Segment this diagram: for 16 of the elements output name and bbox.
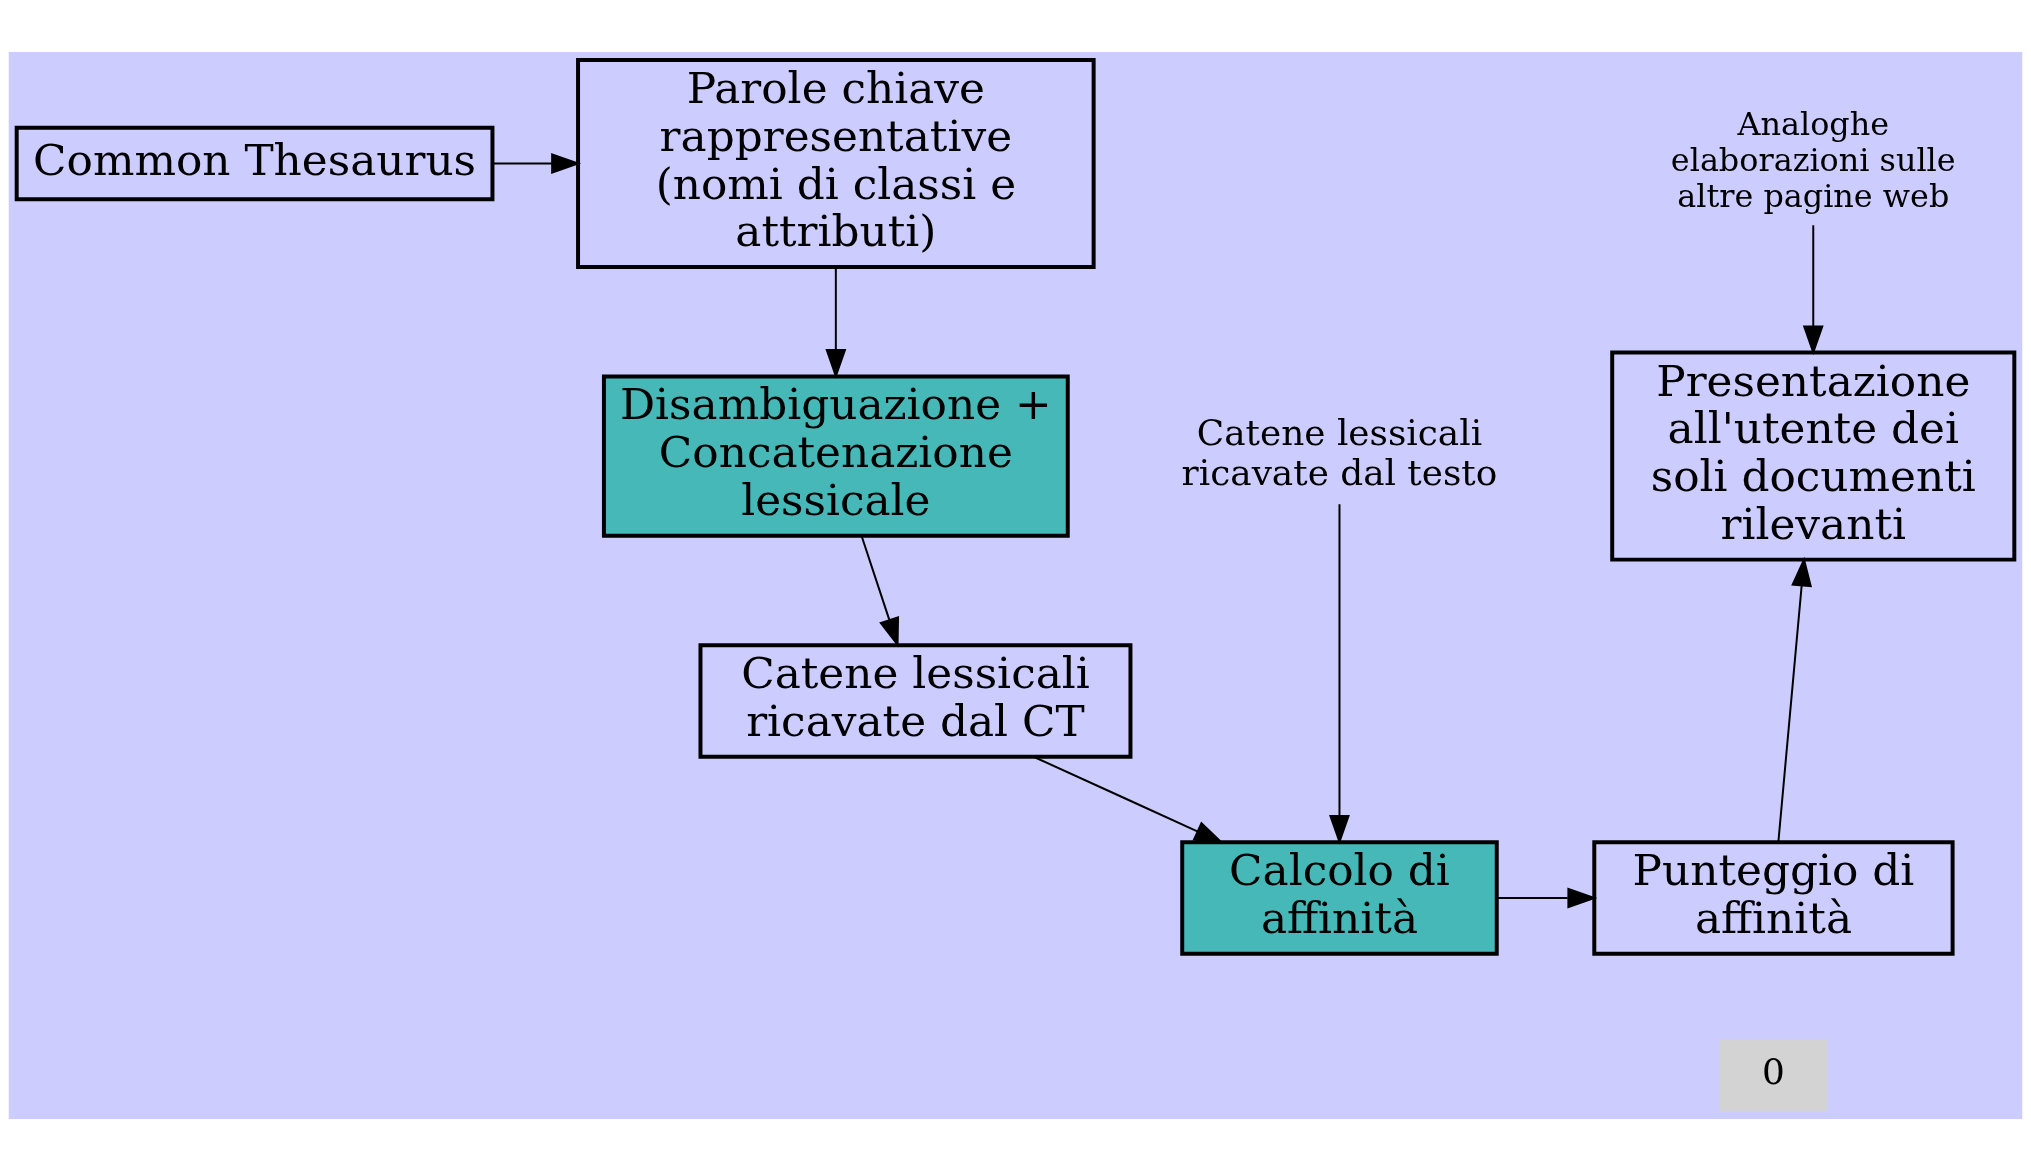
node-box: Disambiguazione + Concatenazione lessicale — [601, 374, 1070, 538]
node-box: Parole chiave rappresentative (nomi di classi e attributi) — [576, 57, 1096, 269]
arrow — [860, 534, 900, 648]
label: 0 — [1762, 1050, 1785, 1092]
arrow — [492, 152, 582, 174]
node-box: Common Thesaurus — [14, 125, 495, 201]
node-text: Catene lessicali ricavate dal testo — [1181, 411, 1498, 493]
node-box: Catene lessicali ricavate dal CT — [698, 642, 1133, 759]
node-box: Presentazione all'utente dei soli documenti rilevanti — [1610, 350, 2017, 562]
arrow — [1329, 502, 1350, 845]
node-text: Analoghe elaborazioni sulle altre pagine web — [1670, 104, 1956, 215]
node-box: Calcolo di affinità — [1180, 839, 1499, 956]
arrow — [1496, 887, 1598, 908]
arrow — [1777, 556, 1812, 843]
arrow — [1802, 223, 1824, 355]
node-box: Punteggio di affinità — [1592, 839, 1955, 956]
